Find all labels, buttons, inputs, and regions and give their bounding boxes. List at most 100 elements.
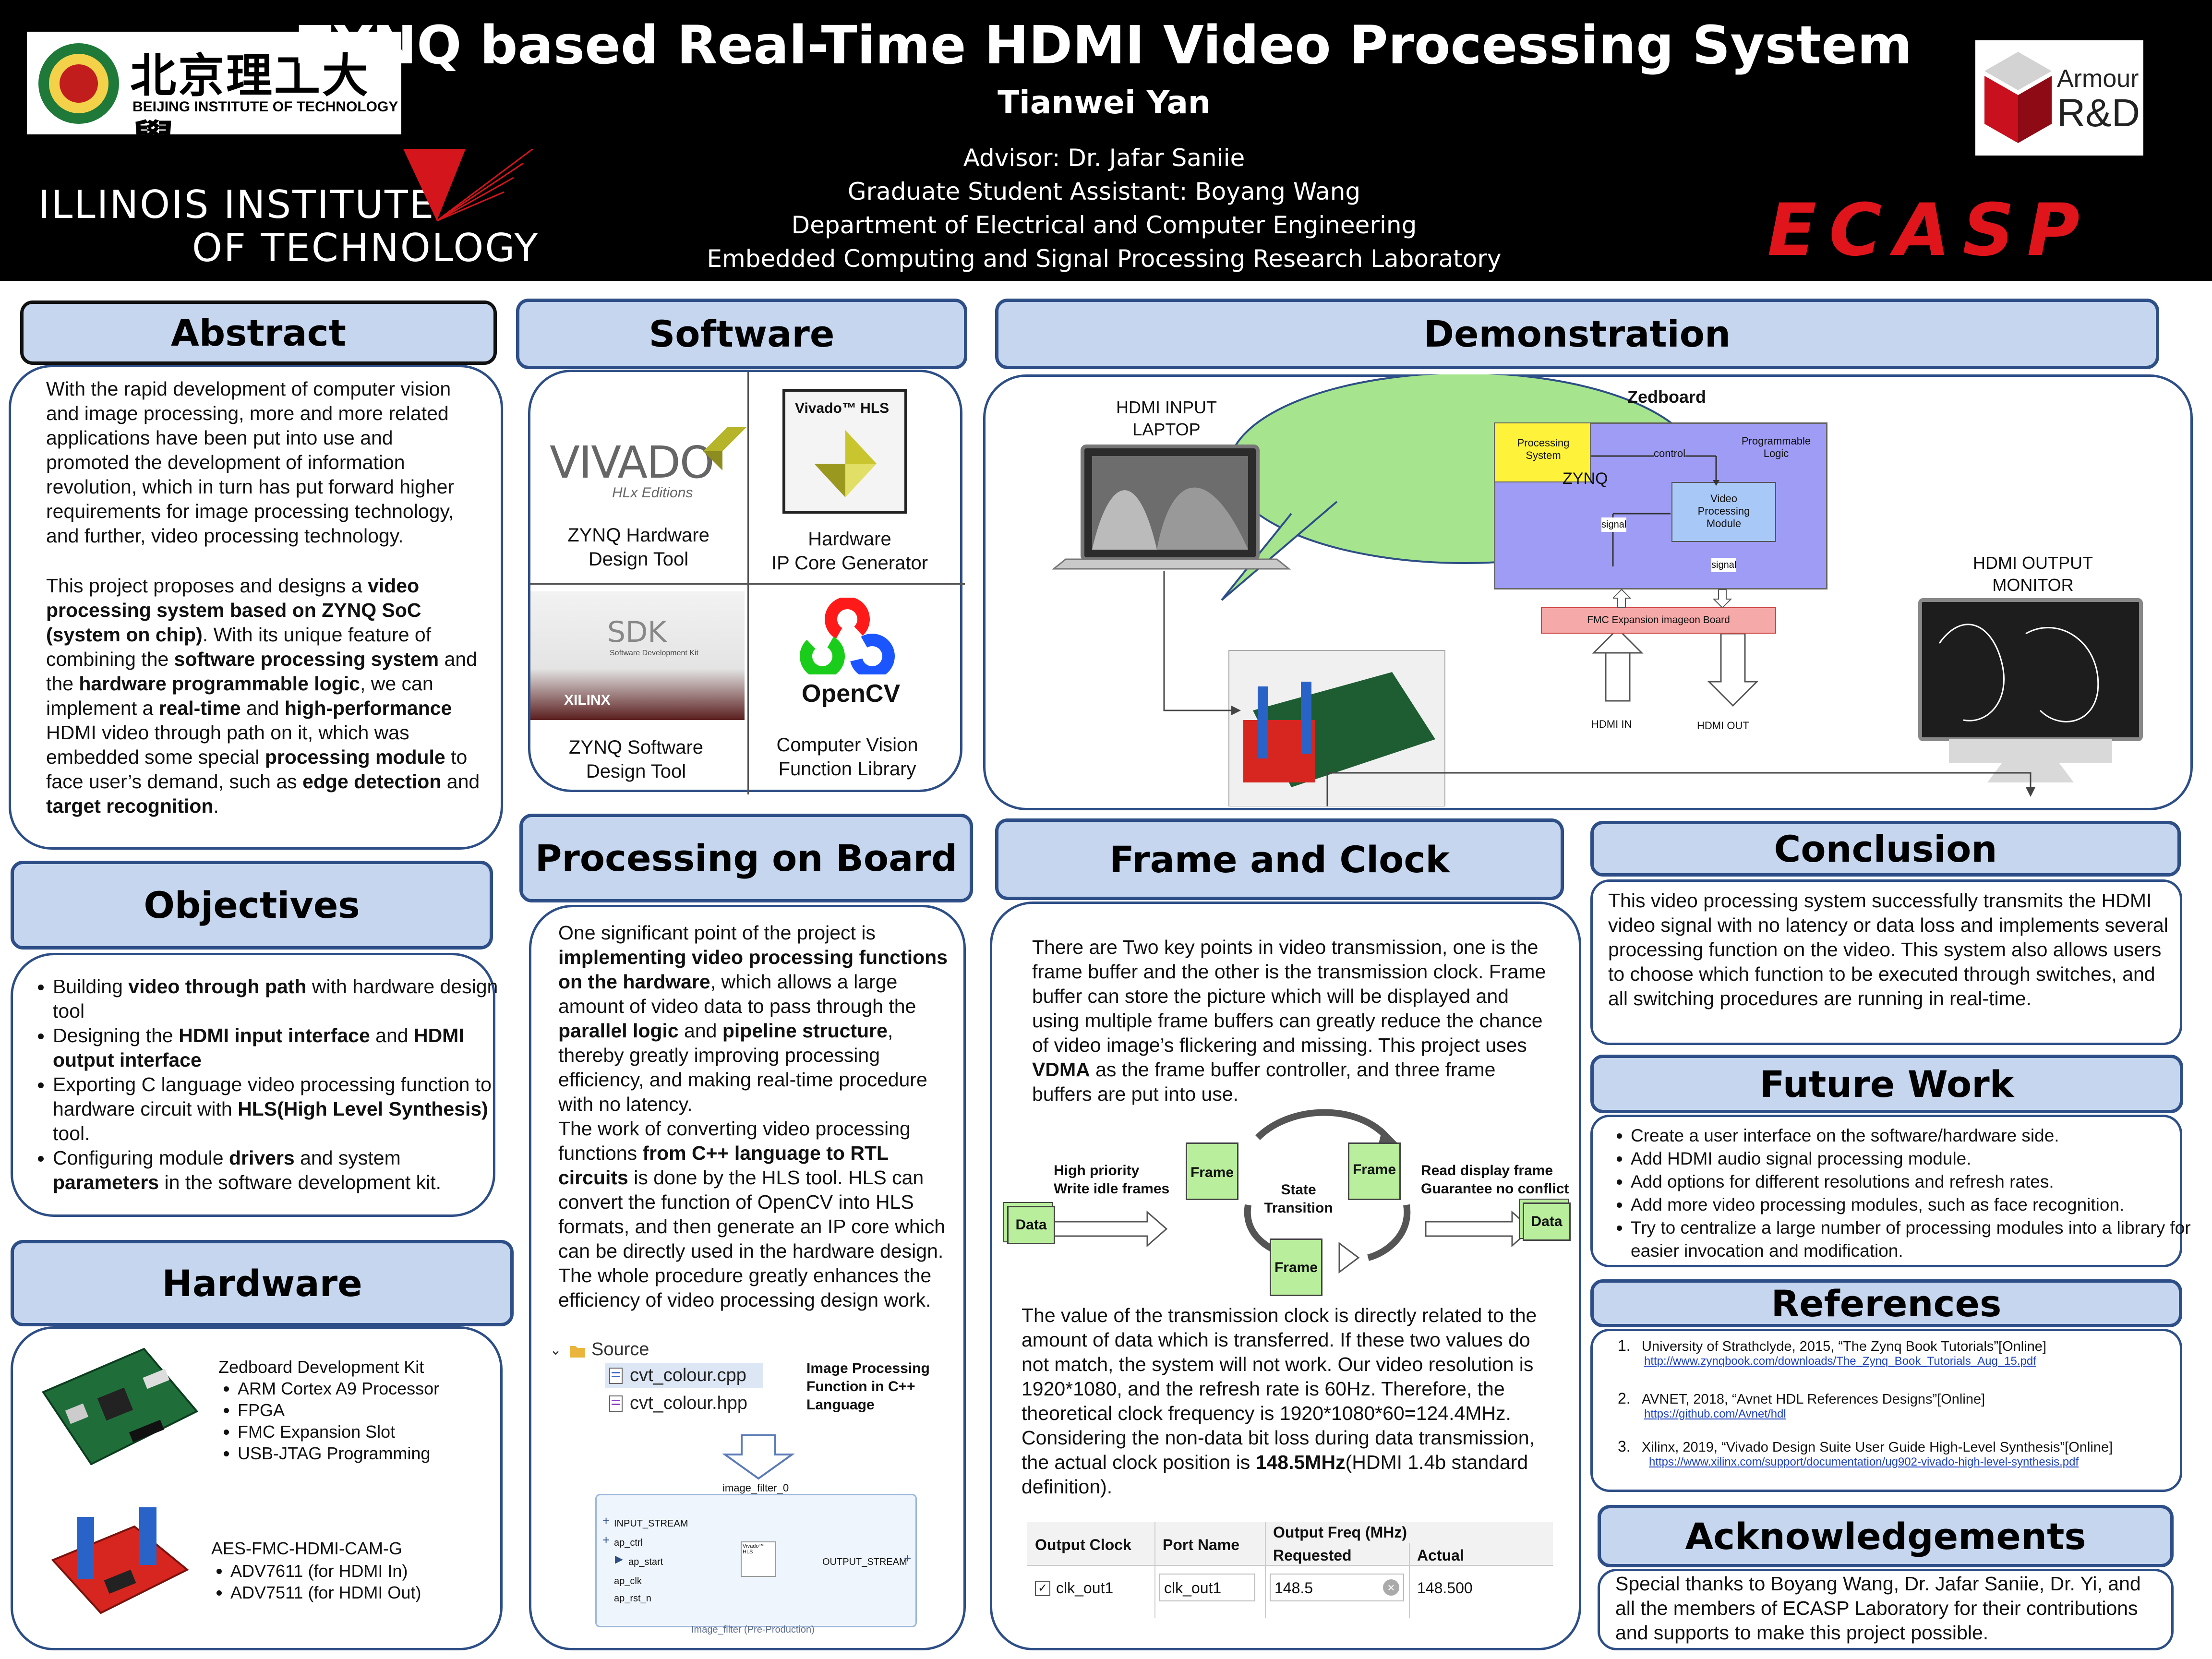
poster-title: ZYNQ based Real-Time HDMI Video Processi… [296,14,1912,76]
ip-block-name: image_filter_0 [722,1482,789,1494]
frame-box-left [1186,1142,1238,1200]
ip-block-footer: Image_filter (Pre-Production) [691,1624,815,1635]
abstract-paragraph-1: With the rapid development of computer v… [46,378,455,547]
reference-link[interactable]: http://www.zynqbook.com/downloads/The_Zy… [1644,1355,2036,1368]
hpp-file-icon [609,1395,623,1412]
acknowledgements-heading: Acknowledgements [1598,1505,2174,1567]
vivado-hls-mark-icon [814,430,877,497]
source-tree: ⌄ Source cvt_colour.cpp cvt_colour.hpp [547,1339,787,1426]
armour-cube-icon [1984,52,2052,143]
future-work-item: Try to centralize a large number of proc… [1631,1216,2197,1262]
write-priority-label: High priority Write idle frames [1054,1163,1170,1197]
reference-item: 3.Xilinx, 2019, “Vivado Design Suite Use… [1618,1438,2170,1469]
fmc-board-image [51,1507,189,1614]
opencv-mark-icon [800,598,895,674]
assistant-line: Graduate Student Assistant: Boyang Wang [847,178,1361,205]
future-work-list: Create a user interface on the software/… [1606,1124,2197,1262]
clock-enable-checkbox[interactable]: ✓ [1035,1581,1050,1596]
frame-box-bottom [1270,1238,1322,1296]
source-tree-chevron-icon[interactable]: ⌄ [550,1342,562,1358]
requested-freq-value: 148.5 [1274,1579,1313,1597]
reference-text: University of Strathclyde, 2015, “The Zy… [1642,1339,2046,1354]
read-display-label: Read display frame Guarantee no conflict [1421,1163,1569,1197]
programmable-logic-label: Programmable Logic [1741,435,1811,459]
file-name-cpp: cvt_colour.cpp [630,1365,746,1385]
sdk-xilinx-brand: XILINX [564,692,611,708]
clock-name-value: clk_out1 [1056,1579,1114,1597]
acknowledgements-text: Special thanks to Boyang Wang, Dr. Jafar… [1615,1573,2141,1644]
source-folder-label[interactable]: Source [591,1339,649,1359]
board2-features: ADV7611 (for HDMI In) ADV7511 (for HDMI … [211,1560,509,1603]
reference-number: 2. [1618,1390,1631,1407]
iit-logo-line2: OF TECHNOLOGY [192,226,540,270]
ip-core-icon: Vivado™ HLS [741,1541,776,1577]
sdk-logo-text: SDK [607,615,667,649]
file-item-hpp[interactable]: cvt_colour.hpp [605,1391,763,1416]
processing-text: One significant point of the project is … [558,922,953,1311]
fmc-board-block [1541,607,1776,634]
processing-system-label: Processing System [1517,437,1570,461]
reference-link[interactable]: https://www.xilinx.com/support/documenta… [1649,1455,2079,1468]
opencv-logo-text: OpenCV [802,680,901,708]
col-actual: Actual [1417,1547,1464,1564]
ip-play-icon: ▶ [615,1553,623,1565]
reference-item: 2.AVNET, 2018, “Avnet HDL References Des… [1618,1390,2170,1421]
objectives-list: Building video through path with hardwar… [24,974,504,1195]
ip-port-ap-rst: ap_rst_n [614,1593,651,1604]
reference-number: 1. [1618,1337,1631,1354]
table-divider [1409,1543,1410,1618]
video-processing-module [1671,482,1776,542]
actual-freq-value: 148.500 [1417,1579,1473,1597]
hdmi-output-label: HDMI OUTPUT MONITOR [1973,553,2093,595]
sdk-logo: SDK Software Development Kit XILINX [530,591,745,720]
ip-core-label: Vivado™ HLS [743,1543,764,1555]
iit-logo: ILLINOIS INSTITUTE OF TECHNOLOGY [38,144,542,274]
objectives-panel [11,953,495,1217]
objective-item: Configuring module drivers and system pa… [53,1146,504,1195]
references-heading: References [1590,1279,2182,1327]
clock-table: Output Clock Port Name Output Freq (MHz)… [1027,1522,1553,1618]
demonstration-heading: Demonstration [995,299,2159,369]
objective-item: Building video through path with hardwar… [53,974,504,1023]
frame-clock-paragraph-2: The value of the transmission clock is d… [1022,1304,1537,1498]
frame-label-bottom: Frame [1274,1260,1318,1275]
ip-port-ap-start: ap_start [628,1557,663,1567]
armour-logo-text2: R&D [2057,91,2140,135]
objectives-heading: Objectives [11,861,493,950]
abstract-panel [9,365,503,850]
vivado-hls-logo-text: Vivado™ HLS [795,400,890,416]
armour-logo: Armour R&D [1975,40,2143,156]
hdmi-input-label: HDMI INPUT LAPTOP [1116,397,1217,439]
state-transition-label: State Transition [1264,1182,1333,1216]
frame-box-right [1348,1142,1401,1200]
software-grid-vline [747,372,749,794]
ip-block[interactable]: INPUT_STREAM ap_ctrl ap_start ap_clk ap_… [595,1494,917,1627]
reference-number: 3. [1618,1438,1631,1455]
future-work-item: Create a user interface on the software/… [1631,1124,2197,1147]
data-label-right: Data [1531,1214,1563,1229]
clear-field-icon[interactable]: × [1383,1579,1399,1596]
clock-table-header-row [1027,1522,1553,1566]
zedboard-image [42,1347,199,1466]
reference-link[interactable]: https://github.com/Avnet/hdl [1644,1407,1786,1420]
fmc-board-label: FMC Expansion imageon Board [1587,614,1730,625]
advisor-line: Advisor: Dr. Jafar Saniie [963,144,1245,172]
port-name-field[interactable]: clk_out1 [1159,1574,1255,1601]
board1-feature: FPGA [238,1399,506,1421]
signal-label-right: signal [1711,558,1737,572]
ecasp-logo: ECASP [1767,189,2092,272]
file-item-cpp[interactable]: cvt_colour.cpp [605,1363,763,1388]
signal-label-left: signal [1601,517,1627,532]
board1-feature: FMC Expansion Slot [238,1421,506,1443]
requested-freq-field[interactable]: 148.5 × [1270,1574,1404,1601]
col-port-name: Port Name [1163,1536,1240,1553]
abstract-paragraph-2: This project proposes and designs a vide… [46,575,480,817]
future-work-item: Add HDMI audio signal processing module. [1631,1147,2197,1170]
bit-logo-cn: 北京理工大學 [130,48,370,169]
vivado-logo-text: VIVADO [550,437,714,488]
zynq-internal-arrows [1591,455,1719,566]
references-panel [1590,1329,2182,1492]
